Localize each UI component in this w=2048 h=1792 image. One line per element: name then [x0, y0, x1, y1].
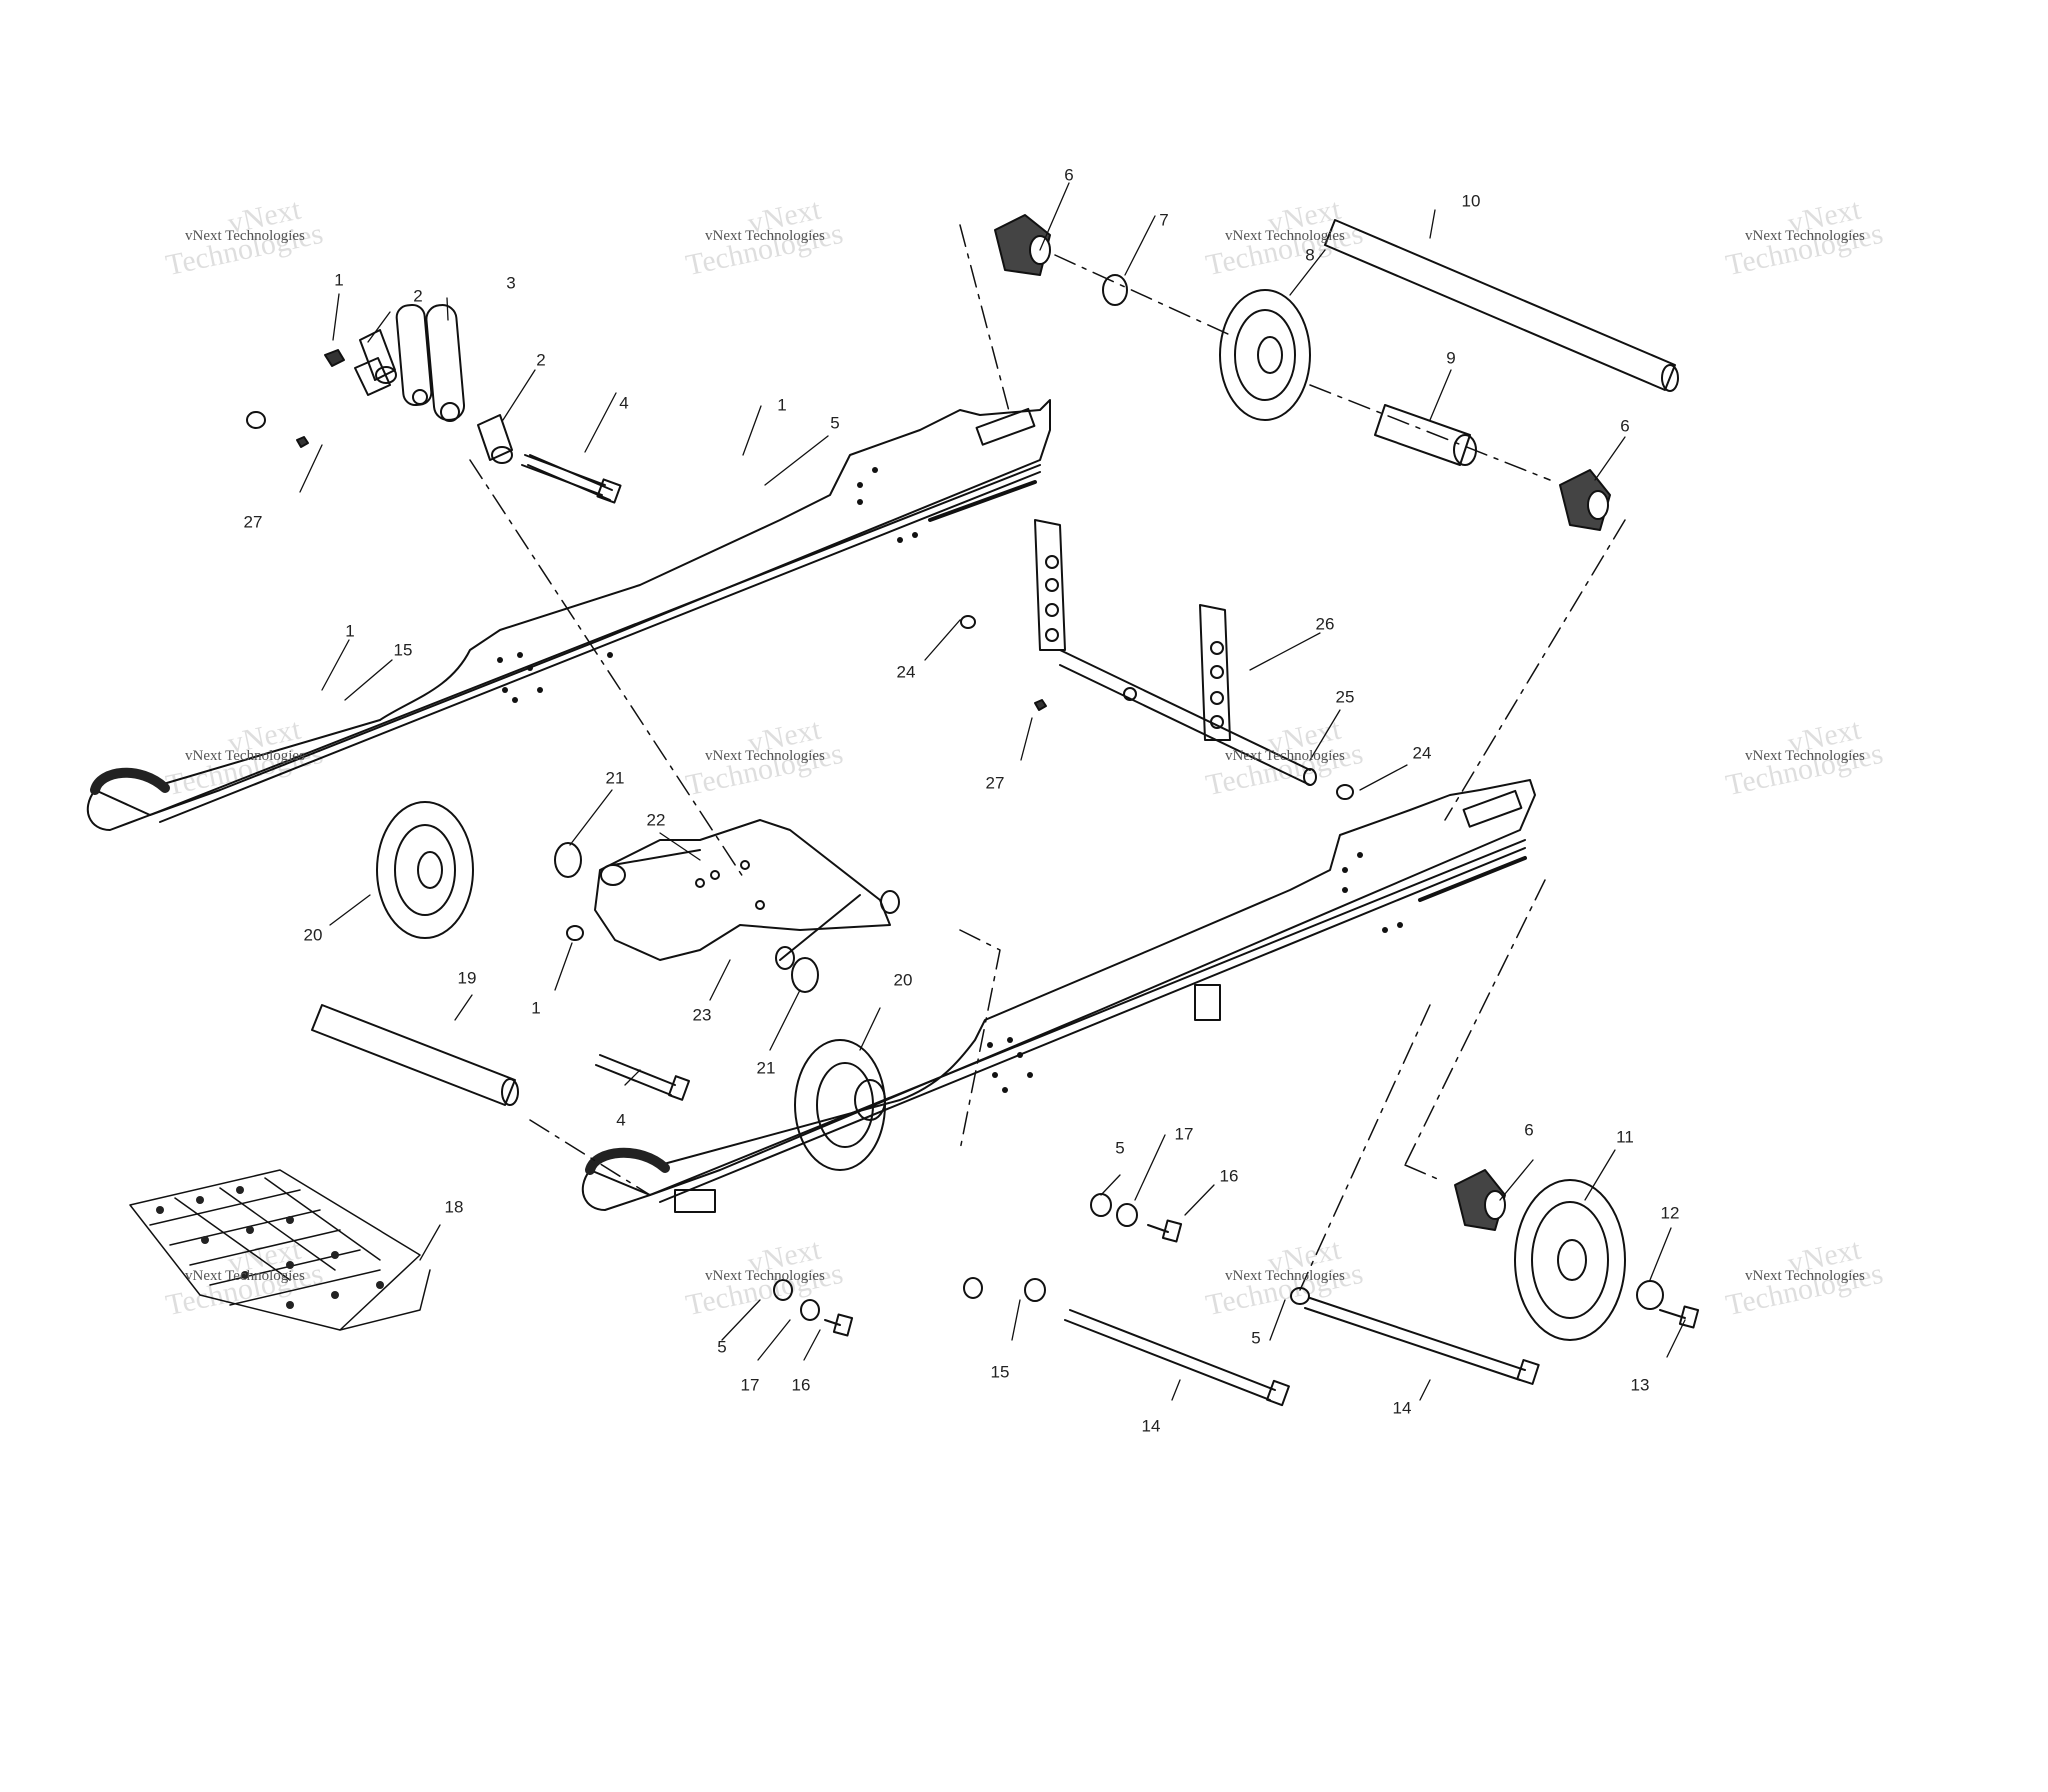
bolt-4-upper — [246, 357, 606, 496]
washer-17-front — [800, 1299, 820, 1321]
rear-arm-22-23 — [594, 819, 900, 970]
callout-label: 7 — [1159, 210, 1169, 230]
washer-17-rear — [1116, 1203, 1138, 1227]
rail-holes-upper — [497, 467, 918, 703]
callout-label: 5 — [830, 413, 840, 433]
track-section-18 — [129, 1169, 431, 1331]
wheel-hub-6-right — [1559, 469, 1611, 531]
wheel-hub-6-top — [994, 214, 1051, 276]
shaft-14-right — [1290, 1287, 1540, 1385]
callout-label: 12 — [1660, 1203, 1680, 1223]
bolt-4-lower — [595, 1054, 690, 1101]
front-link-assembly — [296, 303, 622, 504]
callout-label: 22 — [646, 810, 666, 830]
cross-shaft-26 — [960, 519, 1354, 800]
callout-label: 13 — [1630, 1375, 1650, 1395]
callout-label: 21 — [756, 1058, 776, 1078]
wheel-hub-6-rear — [1454, 1169, 1506, 1231]
callout-label: 19 — [457, 968, 477, 988]
callout-label: 16 — [1219, 1166, 1239, 1186]
callout-label: 6 — [1620, 416, 1630, 436]
washer-15-front — [963, 1277, 983, 1299]
callout-label: 8 — [1305, 245, 1315, 265]
callout-label: 6 — [1064, 165, 1074, 185]
lower-rail — [581, 779, 1536, 1213]
callout-label: 1 — [345, 621, 355, 641]
idler-wheel-20-right — [794, 1039, 886, 1171]
callout-label: 14 — [1141, 1416, 1161, 1436]
callout-label: 4 — [616, 1110, 626, 1130]
shaft-19 — [311, 1004, 519, 1106]
shaft-14-left — [1064, 1309, 1290, 1407]
bolt-13 — [1659, 1305, 1700, 1329]
washer-15-rear — [1024, 1278, 1046, 1302]
callout-label: 17 — [1174, 1124, 1194, 1144]
callout-label: 16 — [791, 1375, 811, 1395]
callout-label: 1 — [334, 270, 344, 290]
bolt-16-rear — [1147, 1219, 1183, 1243]
washer-12 — [1636, 1280, 1664, 1310]
callout-label: 1 — [531, 998, 541, 1018]
callout-label: 20 — [893, 970, 913, 990]
callout-label: 25 — [1335, 687, 1355, 707]
callout-label: 5 — [717, 1337, 727, 1357]
spacer-9 — [1374, 404, 1477, 466]
callout-label: 26 — [1315, 614, 1335, 634]
bolt-16-front — [824, 1313, 854, 1337]
leader-lines — [299, 182, 1686, 1401]
washer-5-front — [773, 1279, 793, 1301]
callout-label: 24 — [896, 662, 916, 682]
callout-label: 2 — [536, 350, 546, 370]
callout-label: 5 — [1251, 1328, 1261, 1348]
callout-label: 6 — [1524, 1120, 1534, 1140]
shaft-10 — [1324, 219, 1679, 392]
washer-5-rear — [1090, 1193, 1112, 1217]
washer-21-left — [554, 842, 582, 878]
callout-label: 27 — [243, 512, 263, 532]
callout-label: 1 — [777, 395, 787, 415]
upper-rail — [86, 399, 1051, 831]
callout-label: 24 — [1412, 743, 1432, 763]
idler-wheel-20-left — [376, 801, 474, 939]
callout-label: 15 — [393, 640, 413, 660]
callout-label: 3 — [506, 273, 516, 293]
callout-label: 15 — [990, 1362, 1010, 1382]
callout-label: 9 — [1446, 348, 1456, 368]
callout-label: 21 — [605, 768, 625, 788]
callout-label: 5 — [1115, 1138, 1125, 1158]
washer-7 — [1102, 274, 1128, 306]
nut-1-mid — [566, 925, 584, 941]
rear-wheel-11 — [1514, 1179, 1626, 1341]
callout-label: 27 — [985, 773, 1005, 793]
dashed-alignment-lines — [469, 224, 1626, 1291]
callout-label: 10 — [1461, 191, 1481, 211]
washer-21-right — [791, 957, 819, 993]
callout-label: 17 — [740, 1375, 760, 1395]
callout-label: 2 — [413, 286, 423, 306]
callout-label: 23 — [692, 1005, 712, 1025]
callout-label: 20 — [303, 925, 323, 945]
callout-label: 14 — [1392, 1398, 1412, 1418]
idler-wheel-8 — [1219, 289, 1311, 421]
callout-label: 11 — [1616, 1127, 1634, 1147]
rail-holes-lower — [987, 852, 1403, 1093]
callout-label: 4 — [619, 393, 629, 413]
callout-label: 18 — [444, 1197, 464, 1217]
